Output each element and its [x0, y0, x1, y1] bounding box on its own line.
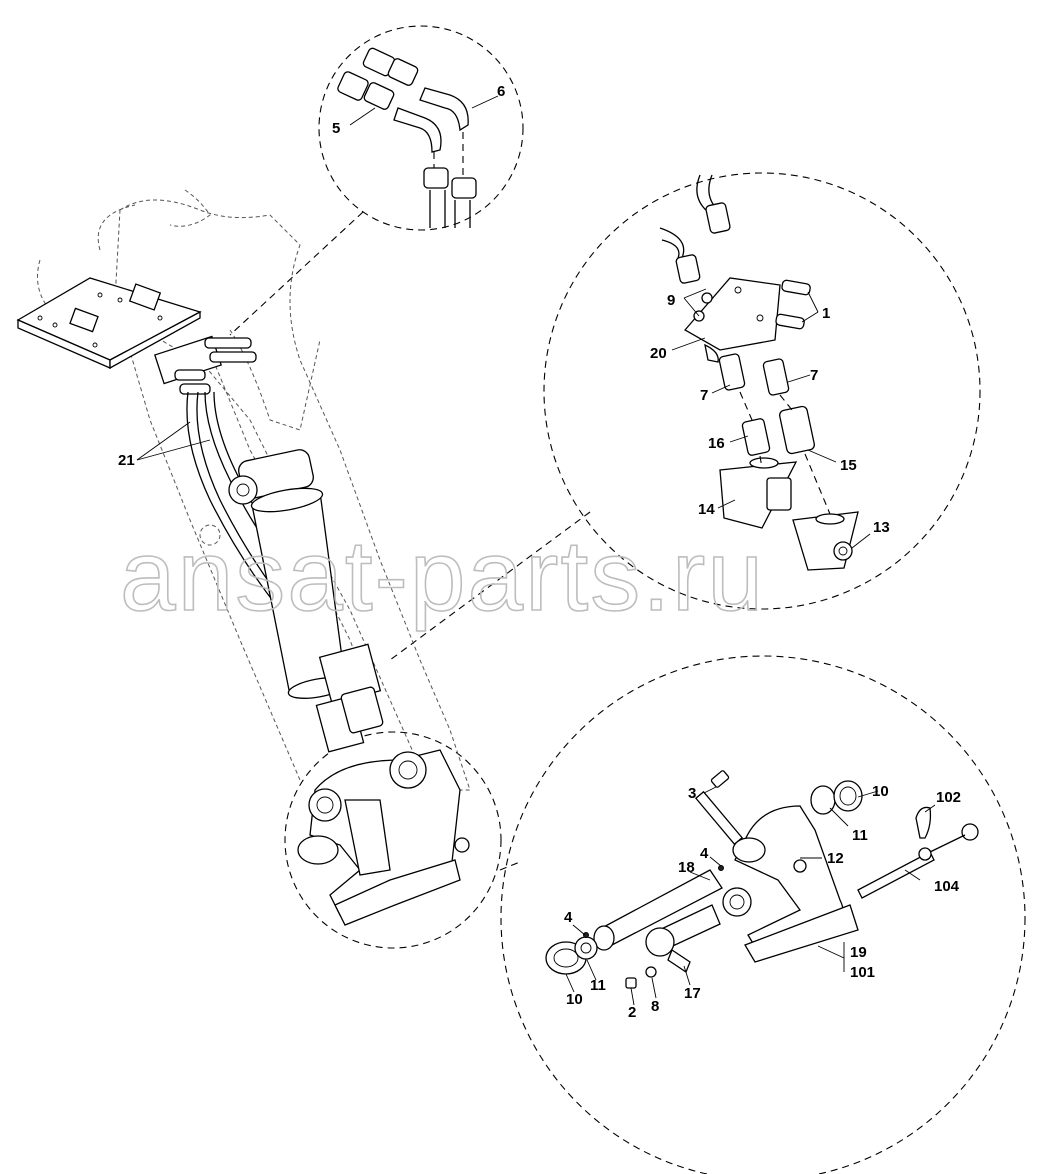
callout-11b: 11 [590, 977, 606, 994]
boom-plate [16, 277, 202, 370]
callout-4b: 4 [564, 909, 573, 926]
callout-4a: 4 [700, 845, 709, 862]
callout-8: 8 [651, 998, 659, 1015]
callout-11a: 11 [852, 827, 868, 844]
detail-circles [229, 25, 1026, 1174]
cylinder [228, 449, 384, 753]
callout-19: 19 [850, 944, 867, 961]
detail-circle-foot [284, 731, 502, 949]
callout-102: 102 [936, 789, 961, 806]
callout-10b: 10 [566, 991, 583, 1008]
boom-hose-fittings [154, 335, 257, 395]
callout-16: 16 [708, 435, 725, 452]
detail-circle-bottom [500, 655, 1026, 1174]
callout-labels: 6 5 9 1 20 7 7 16 15 14 13 21 3 10 102 1… [118, 83, 961, 1021]
detail-bottom-pins [545, 770, 979, 989]
callout-17: 17 [684, 985, 701, 1002]
callout-101: 101 [850, 964, 875, 981]
detail-circle-right [543, 172, 981, 610]
callout-15: 15 [840, 457, 857, 474]
callout-20: 20 [650, 345, 667, 362]
callout-12: 12 [827, 850, 844, 867]
watermark: ansat-parts.ru [120, 520, 765, 632]
callout-7b: 7 [810, 367, 818, 384]
detail-circle-top [318, 25, 524, 231]
callout-6: 6 [497, 83, 505, 100]
leader-lines [136, 95, 936, 1006]
callout-21: 21 [118, 452, 135, 469]
detail-top-fittings [337, 47, 477, 228]
callout-13: 13 [873, 519, 890, 536]
callout-7a: 7 [700, 387, 708, 404]
callout-18: 18 [678, 859, 695, 876]
callout-9: 9 [667, 292, 675, 309]
callout-10a: 10 [872, 783, 889, 800]
callout-14: 14 [698, 501, 715, 518]
callout-104: 104 [934, 878, 960, 895]
callout-5: 5 [332, 120, 340, 137]
callout-3: 3 [688, 785, 696, 802]
boom-foot-bracket [297, 749, 470, 926]
detail-right-couplers [659, 174, 859, 571]
callout-1: 1 [822, 305, 830, 322]
callout-2: 2 [628, 1004, 636, 1021]
